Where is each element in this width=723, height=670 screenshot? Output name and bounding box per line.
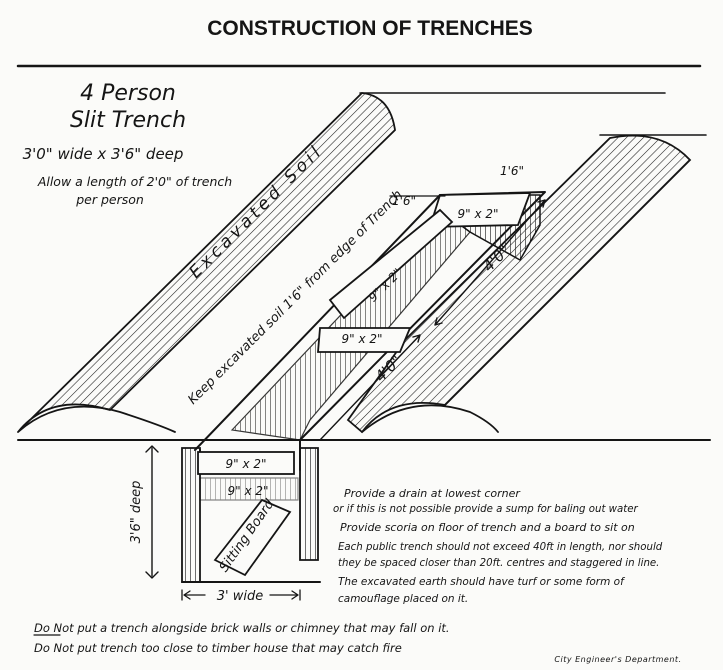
allow-text-1: Allow a length of 2'0" of trench — [37, 174, 232, 189]
note-4: Each public trench should not exceed 40f… — [338, 542, 663, 553]
dim-arrow-mid — [319, 334, 421, 441]
heading-line1: 4 Person — [80, 81, 176, 106]
note-5: they be spaced closer than 20ft. centres… — [338, 558, 659, 569]
warning-1: Do Not put a trench alongside brick wall… — [34, 621, 450, 635]
right-mound-end — [361, 404, 499, 433]
dim-1-6-right: 1'6" — [500, 164, 524, 178]
mid-board — [317, 327, 412, 353]
note-3: Provide scoria on floor of trench and a … — [340, 521, 635, 534]
note-1: Provide a drain at lowest corner — [344, 487, 521, 500]
note-7: camouflage placed on it. — [338, 593, 468, 605]
width-dim-arrows — [183, 590, 299, 600]
section-board-top-label: 9" x 2" — [225, 457, 266, 471]
left-mound-end — [17, 405, 176, 433]
warning-2: Do Not put trench too close to timber ho… — [34, 641, 402, 655]
cross-section — [181, 447, 321, 583]
width-label: 3' wide — [217, 589, 263, 604]
dimensions-text: 3'0" wide x 3'6" deep — [23, 145, 184, 163]
depth-dim-arrows — [145, 445, 159, 579]
note-6: The excavated earth should have turf or … — [338, 576, 626, 588]
dim-1-6-left: 1'6" — [392, 194, 416, 208]
heading-line2: Slit Trench — [70, 108, 186, 133]
note-2: or if this is not possible provide a sum… — [333, 504, 639, 515]
diagonal-board — [328, 208, 454, 320]
allow-text-2: per person — [75, 192, 144, 207]
board-mid-label: 9" x 2" — [341, 332, 382, 346]
dim-arrow-right — [434, 199, 546, 326]
right-soil-mound — [346, 134, 692, 434]
board-top-label: 9" x 2" — [457, 207, 498, 221]
depth-label: 3'6" deep — [129, 481, 144, 544]
page-title: CONSTRUCTION OF TRENCHES — [207, 17, 533, 40]
footer-department: City Engineer's Department. — [554, 655, 681, 664]
section-board-low-label: 9" x 2" — [227, 484, 268, 498]
